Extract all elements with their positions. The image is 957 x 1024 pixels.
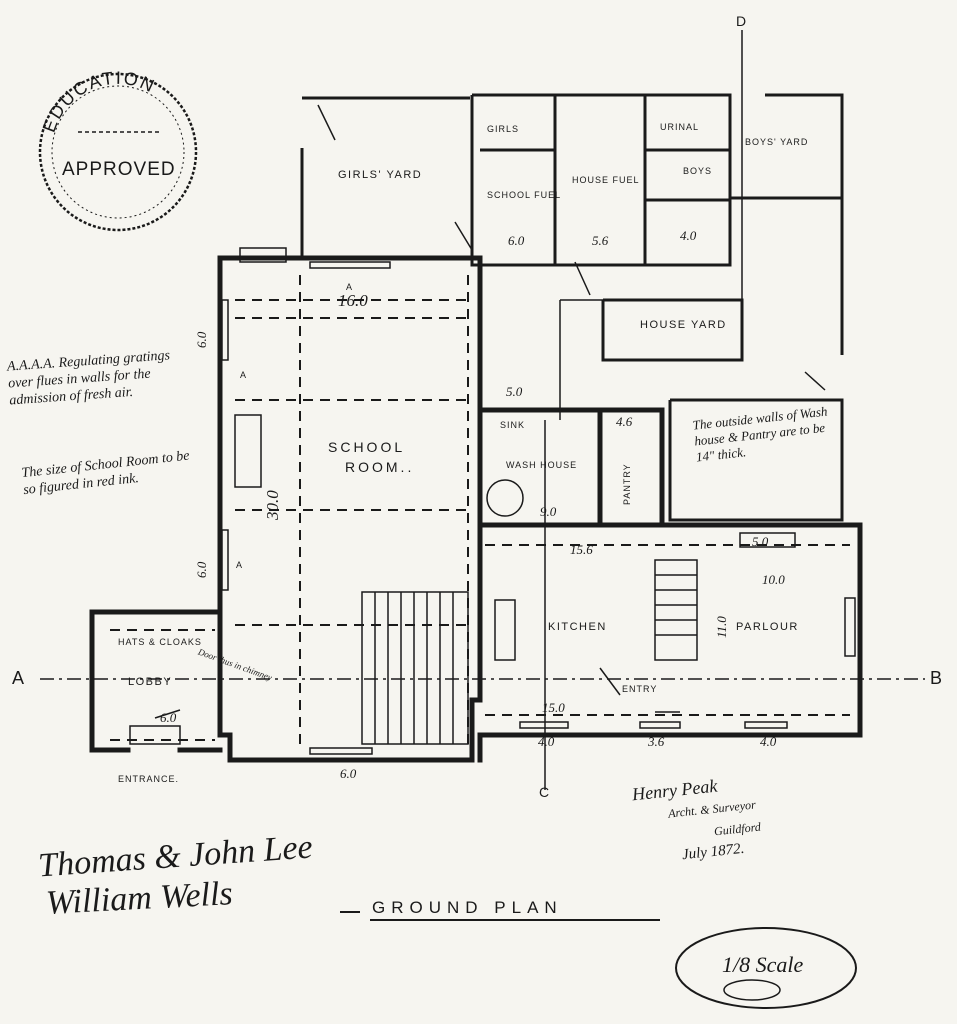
dim-pantry-w: 4.6 (616, 414, 633, 429)
room-label-house-yard: HOUSE YARD (640, 319, 727, 331)
room-label-entrance: ENTRANCE. (118, 774, 179, 784)
room-label-kitchen: KITCHEN (548, 621, 607, 633)
stamp-bottom-text: APPROVED (62, 159, 176, 180)
room-label-sink: SINK (500, 420, 525, 430)
dim-wash-w: 9.0 (540, 504, 557, 519)
dim-bottom-window: 6.0 (340, 766, 357, 781)
dim-sink-w: 5.0 (506, 384, 523, 399)
room-label-school: SCHOOL (328, 439, 405, 455)
room-label-pantry: PANTRY (622, 463, 632, 505)
dim-house-fuel-w: 5.6 (592, 233, 609, 248)
section-c-label: C (539, 784, 552, 800)
dim-parlour-window: 4.0 (760, 734, 777, 749)
drawing-title: GROUND PLAN (372, 898, 563, 917)
dim-school-width: 16.0 (338, 291, 368, 310)
room-label-lobby: LOBBY (128, 676, 172, 688)
dim-entry-window: 3.6 (647, 734, 665, 749)
room-label-girls-yard: GIRLS' YARD (338, 169, 422, 181)
dim-school-length: 30.0 (263, 490, 282, 521)
dim-six-a: 6.0 (194, 331, 209, 348)
room-label-school-fuel: SCHOOL FUEL (487, 190, 561, 200)
dim-parlour-len: 10.0 (762, 572, 785, 587)
section-a-label: A (12, 668, 27, 688)
staircase (361, 559, 698, 745)
dim-six-b: 6.0 (194, 561, 209, 578)
windows (221, 261, 856, 755)
door-swings (129, 104, 826, 745)
dim-parlour-w: 11.0 (714, 616, 729, 638)
dimension-labels: 16.0 30.0 6.0 6.0 6.0 6.0 5.6 15.6 15.0 … (160, 228, 785, 781)
room-label-entry: ENTRY (622, 684, 657, 694)
section-d-label: D (736, 13, 749, 29)
room-label-girls: GIRLS (487, 124, 519, 134)
dim-lobby-w: 6.0 (160, 710, 177, 725)
outer-walls (89, 93, 863, 763)
dim-kitchen-window: 4.0 (538, 734, 555, 749)
mark-a-2: A (236, 560, 243, 570)
room-label-boys: BOYS (683, 166, 712, 176)
room-label-room: ROOM.. (345, 459, 414, 475)
room-labels: GIRLS' YARD GIRLS SCHOOL FUEL HOUSE FUEL… (118, 122, 808, 784)
dim-school-fuel-w: 6.0 (508, 233, 525, 248)
fireplaces (234, 414, 796, 661)
room-label-urinal: URINAL (660, 122, 699, 132)
section-b-label: B (930, 668, 945, 688)
mark-a-top: A (346, 282, 353, 292)
education-approved-stamp: EDUCATION APPROVED (39, 68, 198, 232)
scale-text: 1/8 Scale (722, 952, 803, 977)
room-label-house-fuel: HOUSE FUEL (572, 175, 640, 185)
dim-kitchen-w: 15.6 (570, 542, 593, 557)
scale-stamp: 1/8 Scale (675, 927, 857, 1009)
room-label-parlour: PARLOUR (736, 621, 799, 633)
mark-a-1: A (240, 370, 247, 380)
dim-fireplace: 5.0 (752, 534, 769, 549)
room-label-hats-cloaks: HATS & CLOAKS (118, 637, 202, 647)
dim-kitchen-len: 15.0 (542, 700, 565, 715)
room-label-boys-yard: BOYS' YARD (745, 137, 808, 147)
dim-boys-w: 4.0 (680, 228, 697, 243)
room-label-wash-house: WASH HOUSE (506, 460, 577, 470)
